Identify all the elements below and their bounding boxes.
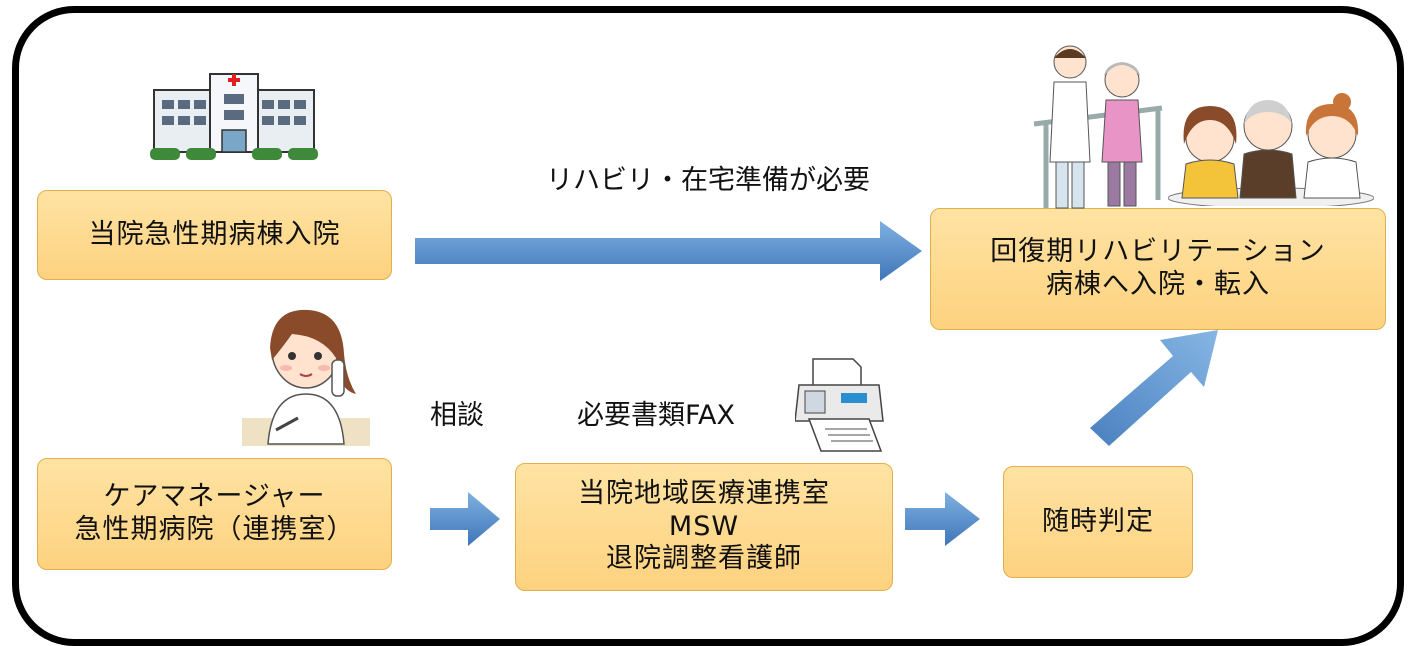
- arrow-acute-to-rehab: [415, 221, 922, 281]
- node-rehab-ward-line2: 病棟へ入院・転入: [1046, 269, 1270, 300]
- node-care-manager-line1: ケアマネージャー: [103, 481, 326, 513]
- node-rehab-ward: 回復期リハビリテーション 病棟へ入院・転入: [930, 208, 1386, 330]
- node-liaison-office-line3: 退院調整看護師: [606, 543, 802, 575]
- arrow-caremanager-to-liaison: [430, 492, 500, 546]
- edge-label-consultation: 相談: [430, 400, 484, 431]
- family-icon: [1168, 93, 1374, 206]
- arrow-assessment-to-rehab: [1090, 330, 1218, 446]
- fax-machine-icon: [795, 358, 884, 452]
- node-care-manager: ケアマネージャー 急性期病院（連携室）: [37, 458, 392, 570]
- node-liaison-office-line2: MSW: [668, 510, 740, 542]
- node-rehab-ward-line1: 回復期リハビリテーション: [990, 236, 1326, 268]
- edge-label-fax-documents: 必要書類FAX: [577, 400, 736, 431]
- node-acute-admission: 当院急性期病棟入院: [37, 190, 392, 280]
- node-assessment: 随時判定: [1003, 466, 1193, 578]
- nurse-on-phone-icon: [242, 309, 370, 446]
- node-acute-admission-label: 当院急性期病棟入院: [88, 218, 341, 250]
- arrow-liaison-to-assessment: [905, 492, 980, 546]
- edge-label-rehab-needed: リハビリ・在宅準備が必要: [546, 165, 870, 196]
- node-liaison-office: 当院地域医療連携室 MSW 退院調整看護師: [515, 463, 893, 591]
- hospital-icon: [150, 73, 318, 160]
- node-liaison-office-line1: 当院地域医療連携室: [578, 477, 830, 509]
- rehabilitation-icon: [1033, 45, 1163, 209]
- node-care-manager-line2: 急性期病院（連携室）: [74, 514, 355, 545]
- node-assessment-label: 随時判定: [1042, 505, 1154, 537]
